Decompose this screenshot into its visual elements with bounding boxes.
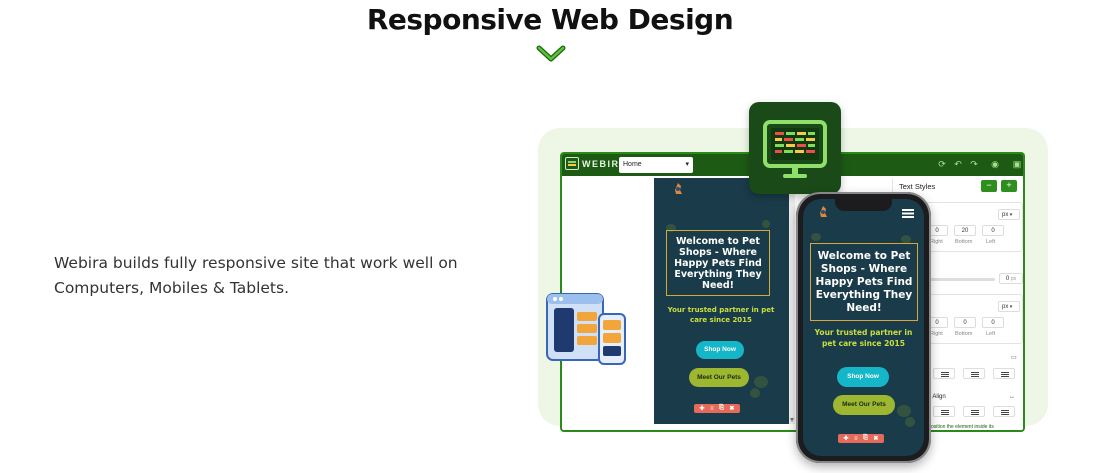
copy-icon[interactable]: ⎘ [719, 405, 724, 411]
phone-screen[interactable]: Welcome to Pet Shops - Where Happy Pets … [803, 199, 924, 456]
element-toolbar[interactable]: ✚ ≡ ⎘ ✖ [694, 404, 740, 413]
expand-button[interactable]: + [1001, 180, 1017, 192]
tablet-layout-icon [546, 293, 626, 365]
unit-value: px [1002, 304, 1009, 310]
panel-hint: osition the element inside its [931, 424, 994, 430]
bottom-input[interactable]: 20 [954, 225, 976, 236]
slider-unit: px [1010, 276, 1017, 282]
bottom-label: Bottom [955, 239, 973, 245]
paw-decoration [750, 388, 760, 398]
add-icon[interactable]: ✚ [699, 406, 705, 412]
hero-title: Welcome to Pet Shops - Where Happy Pets … [810, 243, 918, 321]
shop-now-button[interactable]: Shop Now [837, 367, 889, 387]
paw-decoration [897, 405, 911, 417]
pet-logo-icon [675, 183, 682, 194]
editor-toolbar: WEBIRA Home ▾ ⟳ ↶ ↷ ◉ ▣ [562, 154, 1023, 176]
monitor-code-icon [763, 120, 827, 178]
meet-our-pets-button[interactable]: Meet Our Pets [833, 395, 895, 415]
slider-value: 0 [1005, 276, 1010, 282]
add-icon[interactable]: ✚ [843, 436, 849, 442]
align-left-button[interactable] [933, 368, 955, 379]
webira-logo-icon [565, 157, 579, 170]
hero-tagline: Your trusted partner in pet care since 2… [814, 328, 913, 348]
align-label: r Align [929, 394, 946, 400]
right-label: Right [930, 239, 943, 245]
paw-decoration [811, 233, 821, 241]
phone-mockup: Welcome to Pet Shops - Where Happy Pets … [796, 192, 931, 463]
element-toolbar[interactable]: ✚ ≡ ⎘ ✖ [838, 434, 884, 443]
hero-tagline: Your trusted partner in pet care since 2… [667, 306, 775, 324]
delete-icon[interactable]: ✖ [873, 436, 879, 442]
shop-now-button[interactable]: Shop Now [696, 341, 744, 359]
paw-decoration [762, 220, 770, 228]
move-icon[interactable]: ≡ [854, 435, 858, 442]
undo-icon[interactable]: ↶ [954, 159, 962, 169]
chevron-down-icon [536, 45, 566, 62]
intro-text: Webira builds fully responsive site that… [54, 254, 458, 297]
align-center-button[interactable] [963, 368, 985, 379]
editor-canvas[interactable]: Welcome to Pet Shops - Where Happy Pets … [654, 178, 789, 424]
page-select-value: Home [623, 161, 642, 168]
monitor-icon: ▭ [1011, 355, 1017, 361]
panel-title: Text Styles [899, 182, 936, 191]
redo-icon[interactable]: ↷ [970, 159, 978, 169]
hamburger-menu-icon[interactable] [902, 209, 914, 211]
preview-eye-icon[interactable]: ◉ [991, 159, 999, 169]
bottom-label: Bottom [955, 331, 973, 337]
paw-decoration [905, 417, 915, 427]
left-input[interactable]: 0 [982, 225, 1004, 236]
phone-notch [835, 199, 892, 211]
move-icon[interactable]: ≡ [710, 405, 714, 412]
refresh-icon[interactable]: ⟳ [938, 159, 946, 169]
page-select[interactable]: Home ▾ [619, 157, 693, 173]
justify-center-button[interactable] [963, 406, 985, 417]
delete-icon[interactable]: ✖ [729, 406, 735, 412]
canvas-scrollbar[interactable] [789, 178, 795, 424]
pet-logo-icon [820, 206, 827, 217]
opacity-slider[interactable] [907, 278, 995, 281]
align-right-button[interactable] [993, 368, 1015, 379]
right-label: Right [930, 331, 943, 337]
bottom-input[interactable]: 0 [954, 317, 976, 328]
paw-decoration [666, 224, 676, 232]
copy-icon[interactable]: ⎘ [863, 435, 868, 441]
collapse-button[interactable]: − [981, 180, 997, 192]
monitor-code-badge [749, 102, 841, 194]
left-label: Left [986, 239, 996, 245]
left-input[interactable]: 0 [982, 317, 1004, 328]
paw-decoration [754, 376, 768, 388]
editor-window: WEBIRA Home ▾ ⟳ ↶ ↷ ◉ ▣ Welcome to Pet S… [560, 152, 1025, 432]
unit-select[interactable]: px ▾ [998, 209, 1020, 220]
unit-select[interactable]: px ▾ [998, 301, 1020, 312]
justify-right-button[interactable] [993, 406, 1015, 417]
unit-value: px [1002, 212, 1009, 218]
horizontal-arrows-icon: ↔ [1009, 394, 1015, 400]
justify-left-button[interactable] [933, 406, 955, 417]
editor-brand: WEBIRA [582, 159, 628, 169]
left-label: Left [986, 331, 996, 337]
chevron-down-icon: ▾ [685, 161, 689, 168]
hero-title: Welcome to Pet Shops - Where Happy Pets … [666, 230, 770, 296]
meet-our-pets-button[interactable]: Meet Our Pets [689, 368, 749, 387]
paw-decoration [901, 235, 911, 244]
section-title: Responsive Web Design [366, 3, 734, 36]
slider-value-input[interactable]: 0 px [999, 273, 1023, 284]
save-icon[interactable]: ▣ [1012, 159, 1022, 169]
